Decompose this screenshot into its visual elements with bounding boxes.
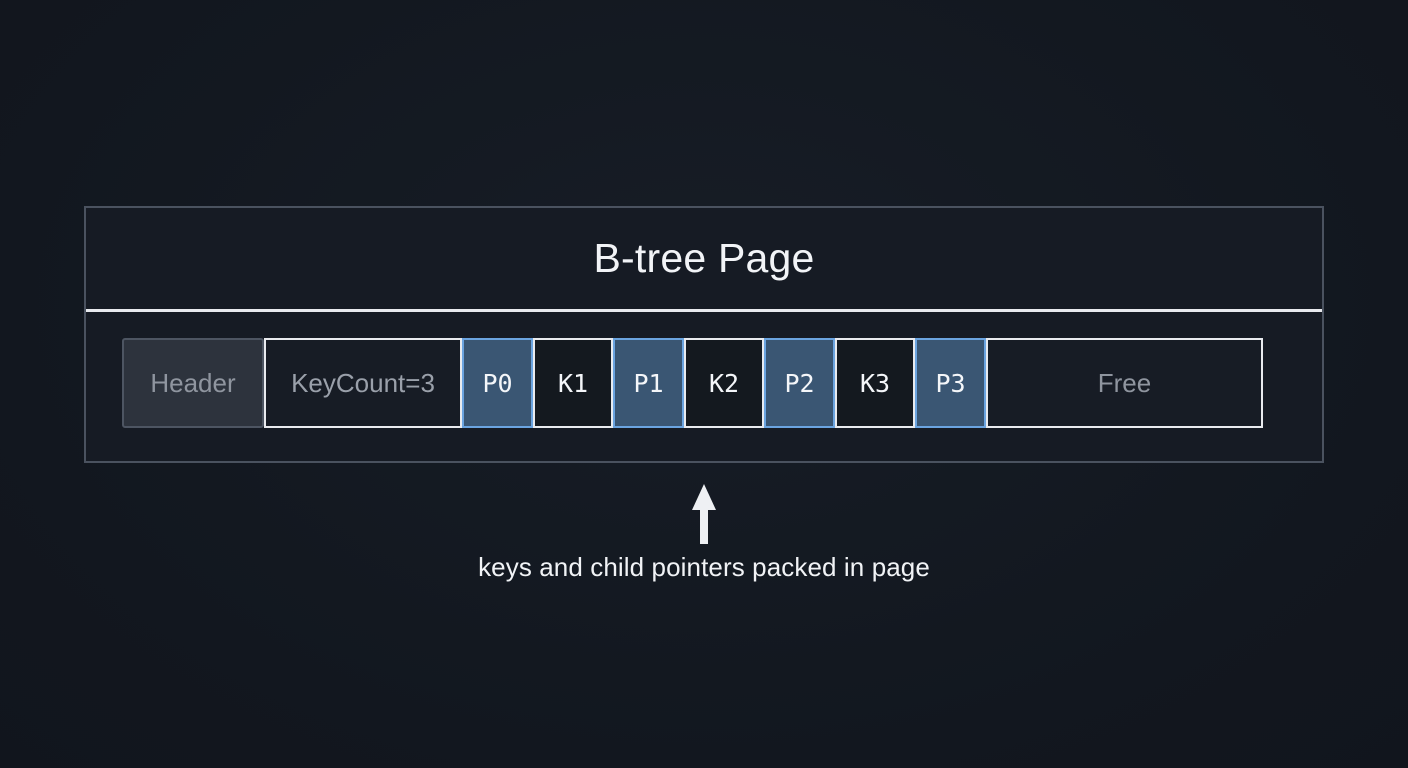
cell-key-k3-label: K3 xyxy=(859,368,891,398)
cell-key-k3: K3 xyxy=(835,338,915,428)
cell-pointer-p0: P0 xyxy=(462,338,533,428)
cell-pointer-p1: P1 xyxy=(613,338,684,428)
cell-header: Header xyxy=(122,338,264,428)
cell-keycount-label: KeyCount=3 xyxy=(291,368,435,398)
cell-pointer-p3-label: P3 xyxy=(935,368,966,398)
page-title: B-tree Page xyxy=(593,235,815,281)
arrow-up-icon xyxy=(692,484,716,544)
page-cell-strip: Header KeyCount=3 P0 K1 P1 K2 P2 K3 xyxy=(122,338,1263,428)
cell-free-space: Free xyxy=(986,338,1263,428)
cell-pointer-p2: P2 xyxy=(764,338,835,428)
cell-pointer-p1-label: P1 xyxy=(633,368,664,398)
btree-page-panel: B-tree Page Header KeyCount=3 P0 K1 P1 K… xyxy=(84,206,1324,463)
cell-pointer-p0-label: P0 xyxy=(482,368,513,398)
cell-free-space-label: Free xyxy=(1097,368,1152,398)
cell-key-k1: K1 xyxy=(533,338,613,428)
cell-key-k2: K2 xyxy=(684,338,764,428)
title-divider xyxy=(86,309,1322,312)
annotation-caption: keys and child pointers packed in page xyxy=(478,552,930,582)
cell-pointer-p2-label: P2 xyxy=(784,368,815,398)
cell-key-k2-label: K2 xyxy=(708,368,740,398)
cell-header-label: Header xyxy=(150,368,236,398)
cell-keycount: KeyCount=3 xyxy=(264,338,462,428)
cell-pointer-p3: P3 xyxy=(915,338,986,428)
cell-key-k1-label: K1 xyxy=(557,368,589,398)
